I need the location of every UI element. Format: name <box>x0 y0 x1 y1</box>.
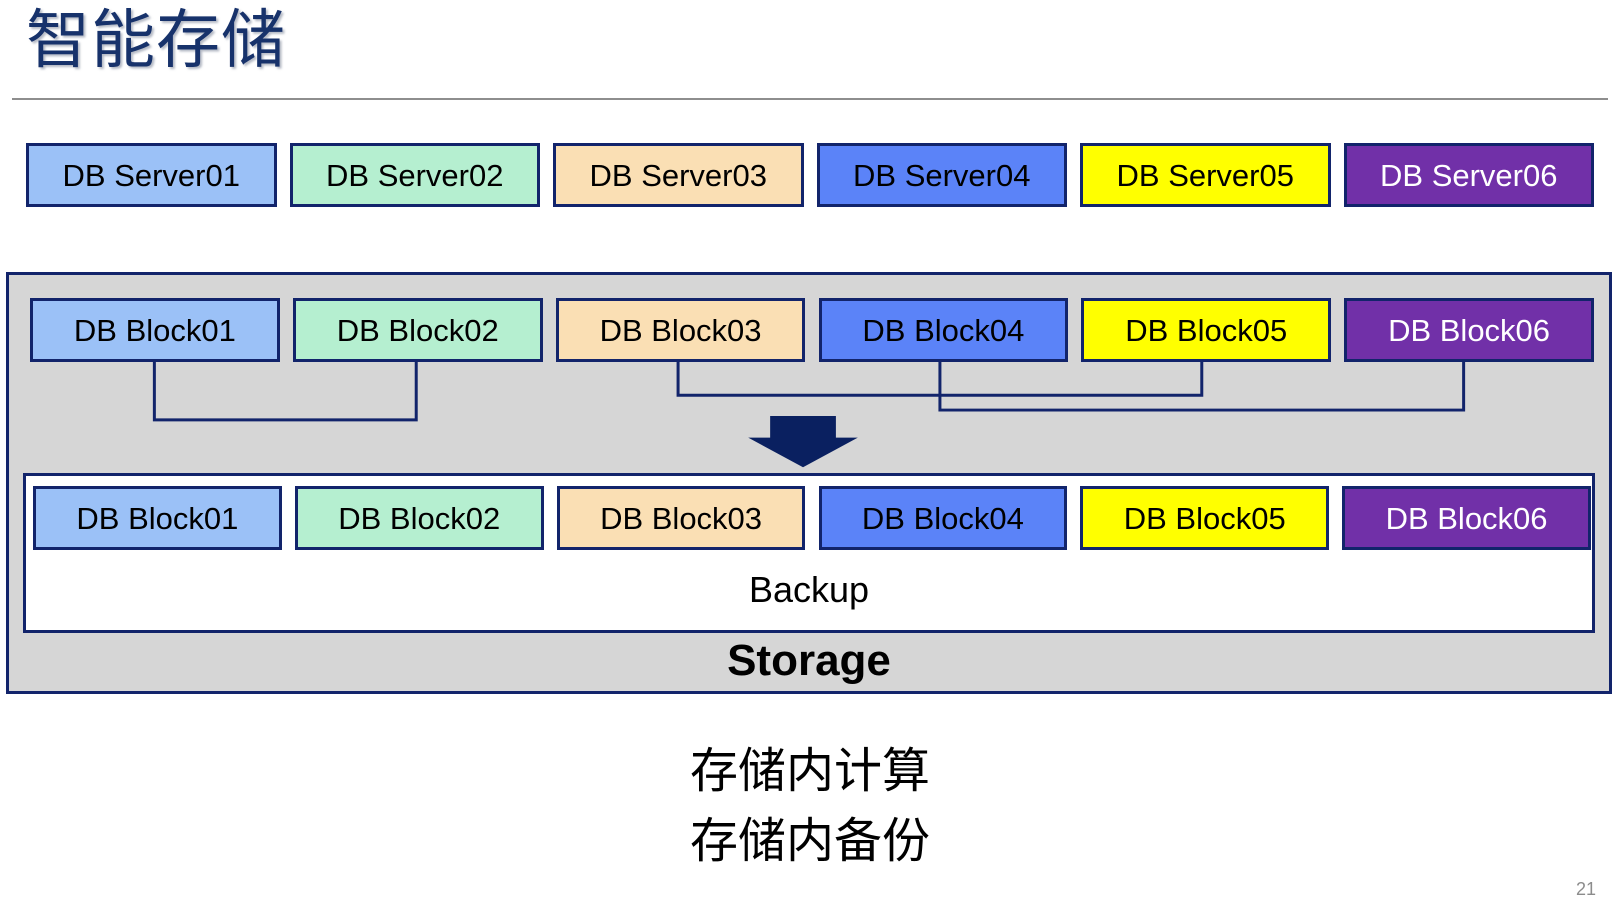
connector-block1-block2 <box>152 360 418 422</box>
db-server-box-4[interactable]: DB Server04 <box>816 143 1067 207</box>
db-server-box-2[interactable]: DB Server02 <box>289 143 540 207</box>
db-server-box-6-label: DB Server06 <box>1380 157 1558 193</box>
title-divider <box>12 98 1608 100</box>
storage-label: Storage <box>727 636 891 685</box>
backup-db-block-box-3-label: DB Block03 <box>600 500 763 536</box>
primary-db-block-box-4-label: DB Block04 <box>862 312 1025 348</box>
backup-db-block-box-5[interactable]: DB Block05 <box>1080 486 1330 550</box>
primary-db-block-box-3-label: DB Block03 <box>599 312 762 348</box>
db-server-box-3-label: DB Server03 <box>589 157 767 193</box>
db-server-box-5-label: DB Server05 <box>1116 157 1294 193</box>
backup-db-block-box-6[interactable]: DB Block06 <box>1342 486 1591 550</box>
storage-container: DB Block01 DB Block02 DB Block03 DB Block04… <box>6 272 1612 694</box>
backup-label: Backup <box>748 569 870 610</box>
primary-db-block-box-5-label: DB Block05 <box>1125 312 1288 348</box>
primary-db-block-box-6[interactable]: DB Block06 <box>1344 298 1594 362</box>
db-server-box-1[interactable]: DB Server01 <box>26 143 277 207</box>
primary-db-block-box-3[interactable]: DB Block03 <box>555 298 806 362</box>
backup-db-block-box-4-label: DB Block04 <box>861 500 1024 536</box>
backup-db-block-box-1[interactable]: DB Block01 <box>33 486 282 550</box>
backup-db-block-box-4[interactable]: DB Block04 <box>818 486 1068 550</box>
primary-db-block-box-6-label: DB Block06 <box>1388 312 1551 348</box>
backup-db-block-box-2[interactable]: DB Block02 <box>294 486 544 550</box>
primary-db-block-box-4[interactable]: DB Block04 <box>818 298 1069 362</box>
primary-db-block-box-2[interactable]: DB Block02 <box>292 298 543 362</box>
backup-db-block-box-3[interactable]: DB Block03 <box>556 486 806 550</box>
db-server-box-6[interactable]: DB Server06 <box>1343 143 1594 207</box>
primary-db-block-box-5[interactable]: DB Block05 <box>1081 298 1332 362</box>
caption-in-storage-backup: 存储内备份 <box>689 815 930 868</box>
backup-db-block-box-1-label: DB Block01 <box>76 500 239 536</box>
caption-in-storage-compute: 存储内计算 <box>689 745 930 798</box>
page-title: 智能存储 <box>26 4 286 76</box>
primary-db-block-box-1[interactable]: DB Block01 <box>30 298 280 362</box>
primary-db-block-box-2-label: DB Block02 <box>336 312 499 348</box>
db-server-box-1-label: DB Server01 <box>62 157 240 193</box>
backup-region: DB Block01 DB Block02 DB Block03 DB Block04… <box>23 473 1595 633</box>
page-number: 21 <box>1575 879 1596 899</box>
connector-block3-block5 <box>676 360 1204 397</box>
db-server-box-4-label: DB Server04 <box>853 157 1031 193</box>
db-server-box-5[interactable]: DB Server05 <box>1080 143 1331 207</box>
backup-db-block-box-5-label: DB Block05 <box>1123 500 1286 536</box>
backup-db-block-box-2-label: DB Block02 <box>338 500 501 536</box>
connector-block4-block6 <box>938 360 1466 412</box>
db-server-box-3[interactable]: DB Server03 <box>553 143 804 207</box>
primary-db-block-box-1-label: DB Block01 <box>73 312 236 348</box>
db-server-box-2-label: DB Server02 <box>326 157 504 193</box>
backup-db-block-box-6-label: DB Block06 <box>1385 500 1548 536</box>
